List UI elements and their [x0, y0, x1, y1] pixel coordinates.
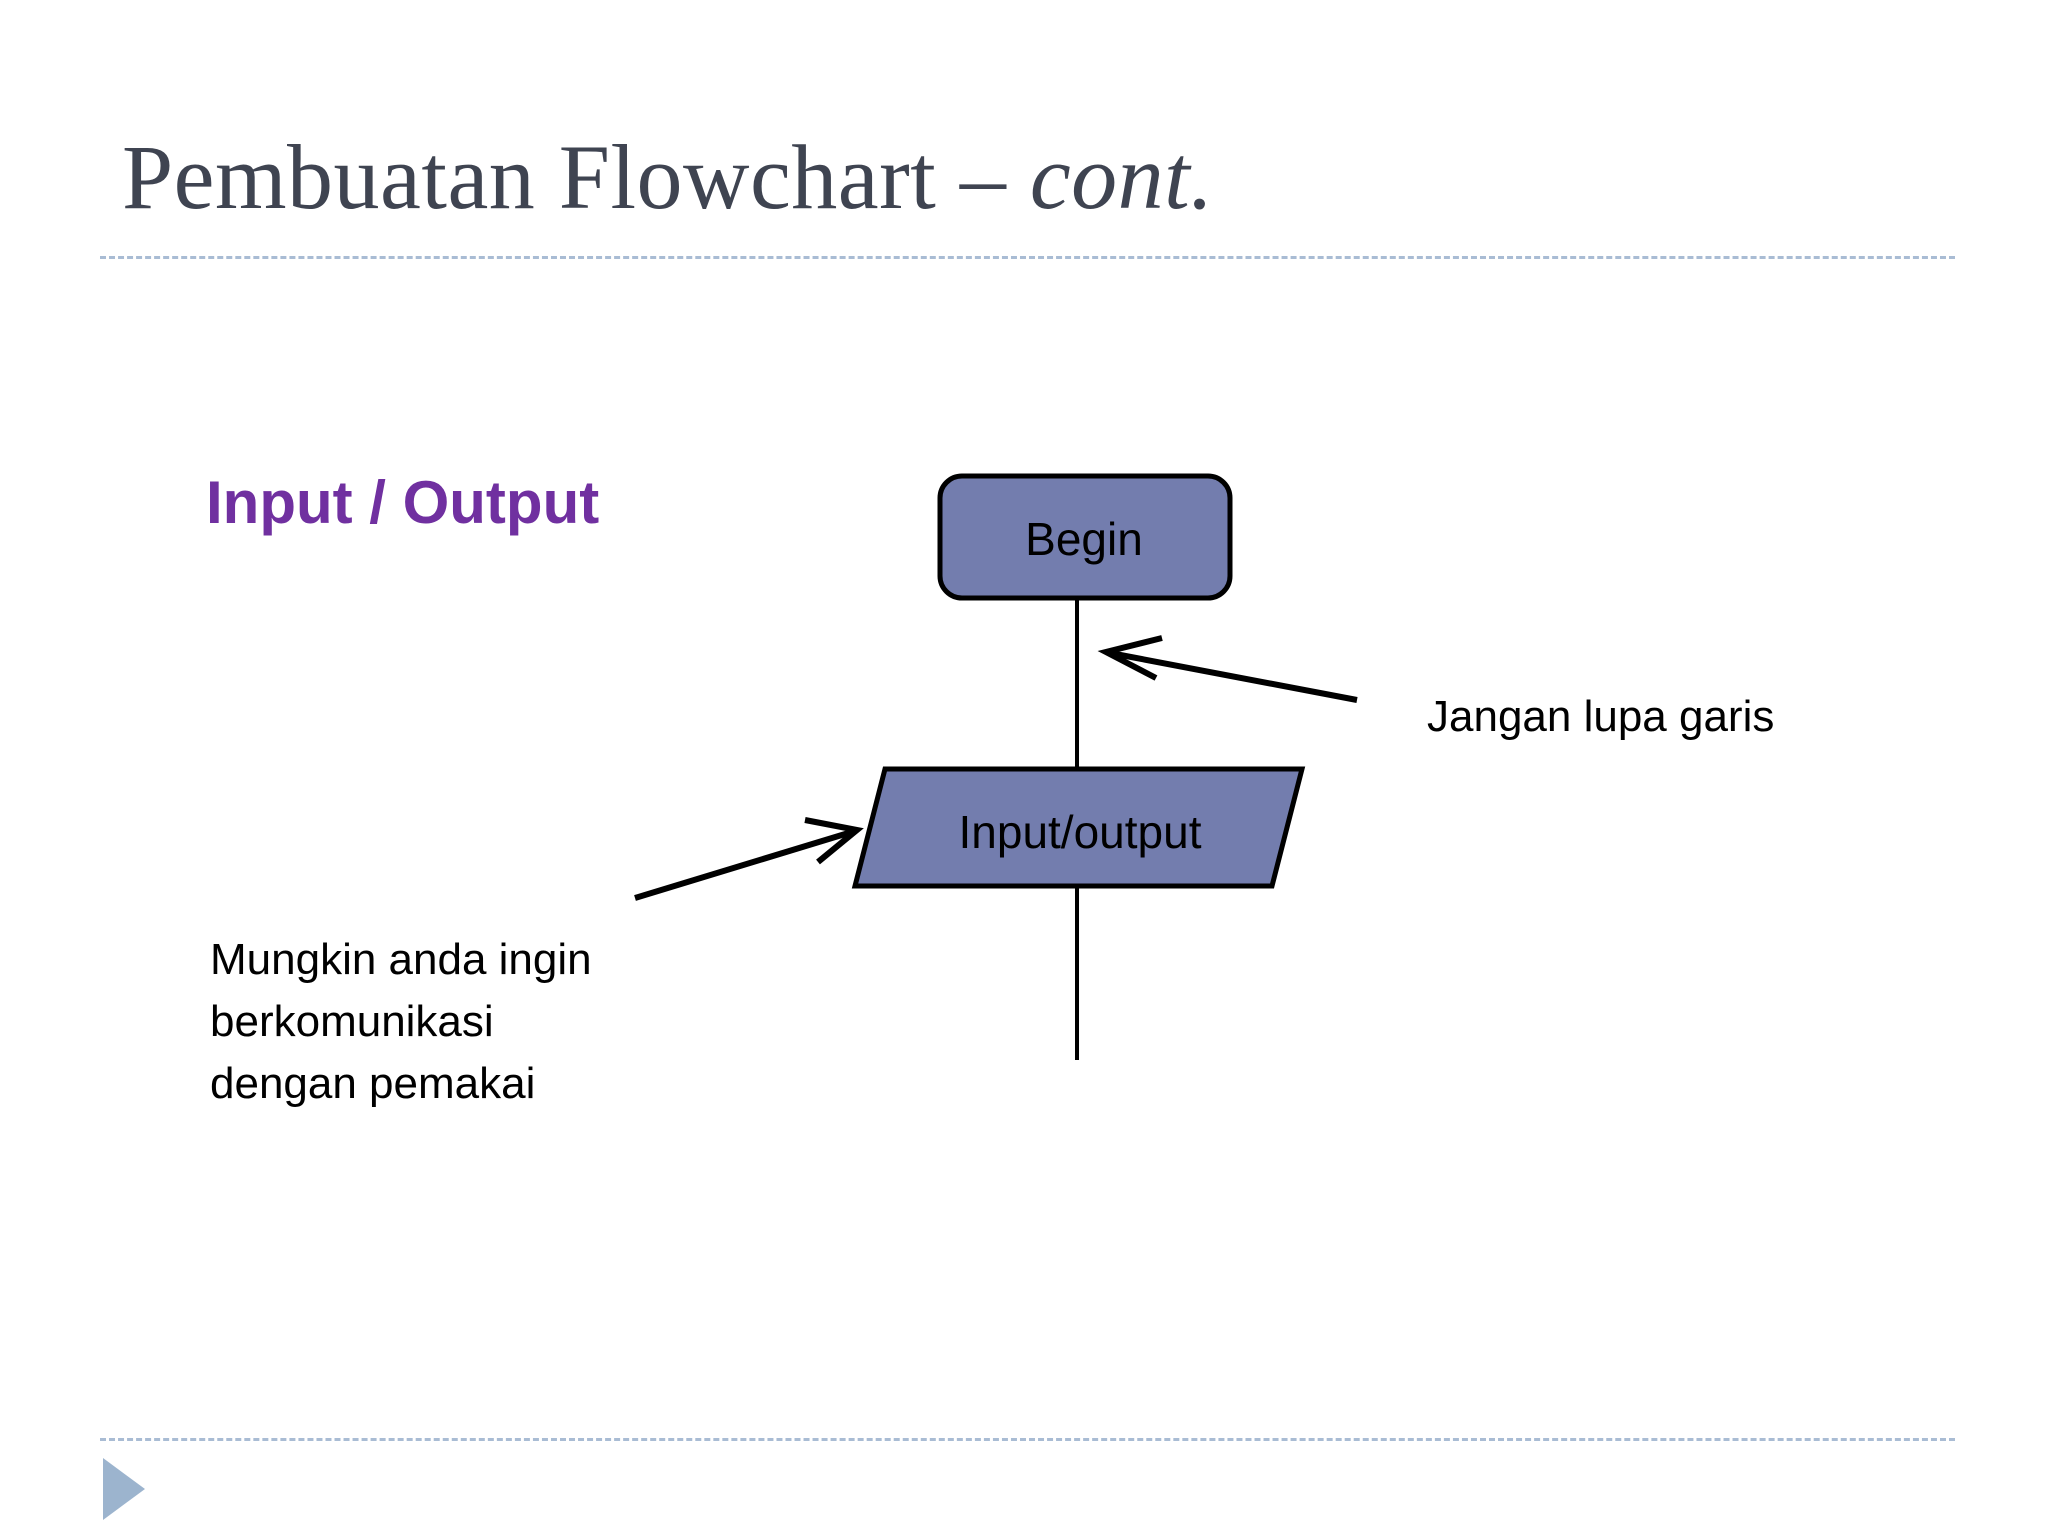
annotation-jangan-lupa-garis: Jangan lupa garis: [1427, 692, 1775, 741]
page-title-main: Pembuatan Flowchart –: [122, 126, 1030, 228]
title-block: Pembuatan Flowchart – cont.: [122, 125, 1922, 235]
page-title-cont: cont.: [1029, 126, 1214, 228]
annotation-mungkin-anda-ingin: Mungkin anda ingin berkomunikasi dengan …: [210, 929, 592, 1115]
node-io-label: Input/output: [958, 806, 1202, 858]
divider-bottom: [100, 1438, 1955, 1441]
arrow-to-io-node: [634, 817, 864, 901]
node-begin-label: Begin: [1025, 513, 1143, 565]
annotation-line-1: Mungkin anda ingin: [210, 935, 592, 984]
divider-top: [100, 256, 1955, 259]
annotation-line-2: berkomunikasi: [210, 997, 494, 1046]
node-begin-shape[interactable]: [937, 473, 1233, 601]
footer-triangle-marker-icon: [103, 1458, 145, 1520]
annotation-line-3: dengan pemakai: [210, 1059, 536, 1108]
page-title: Pembuatan Flowchart – cont.: [122, 125, 1922, 229]
arrow-to-connector-line: [1097, 635, 1358, 703]
section-heading-input-output: Input / Output: [206, 469, 600, 536]
node-io-shape[interactable]: [851, 766, 1306, 889]
